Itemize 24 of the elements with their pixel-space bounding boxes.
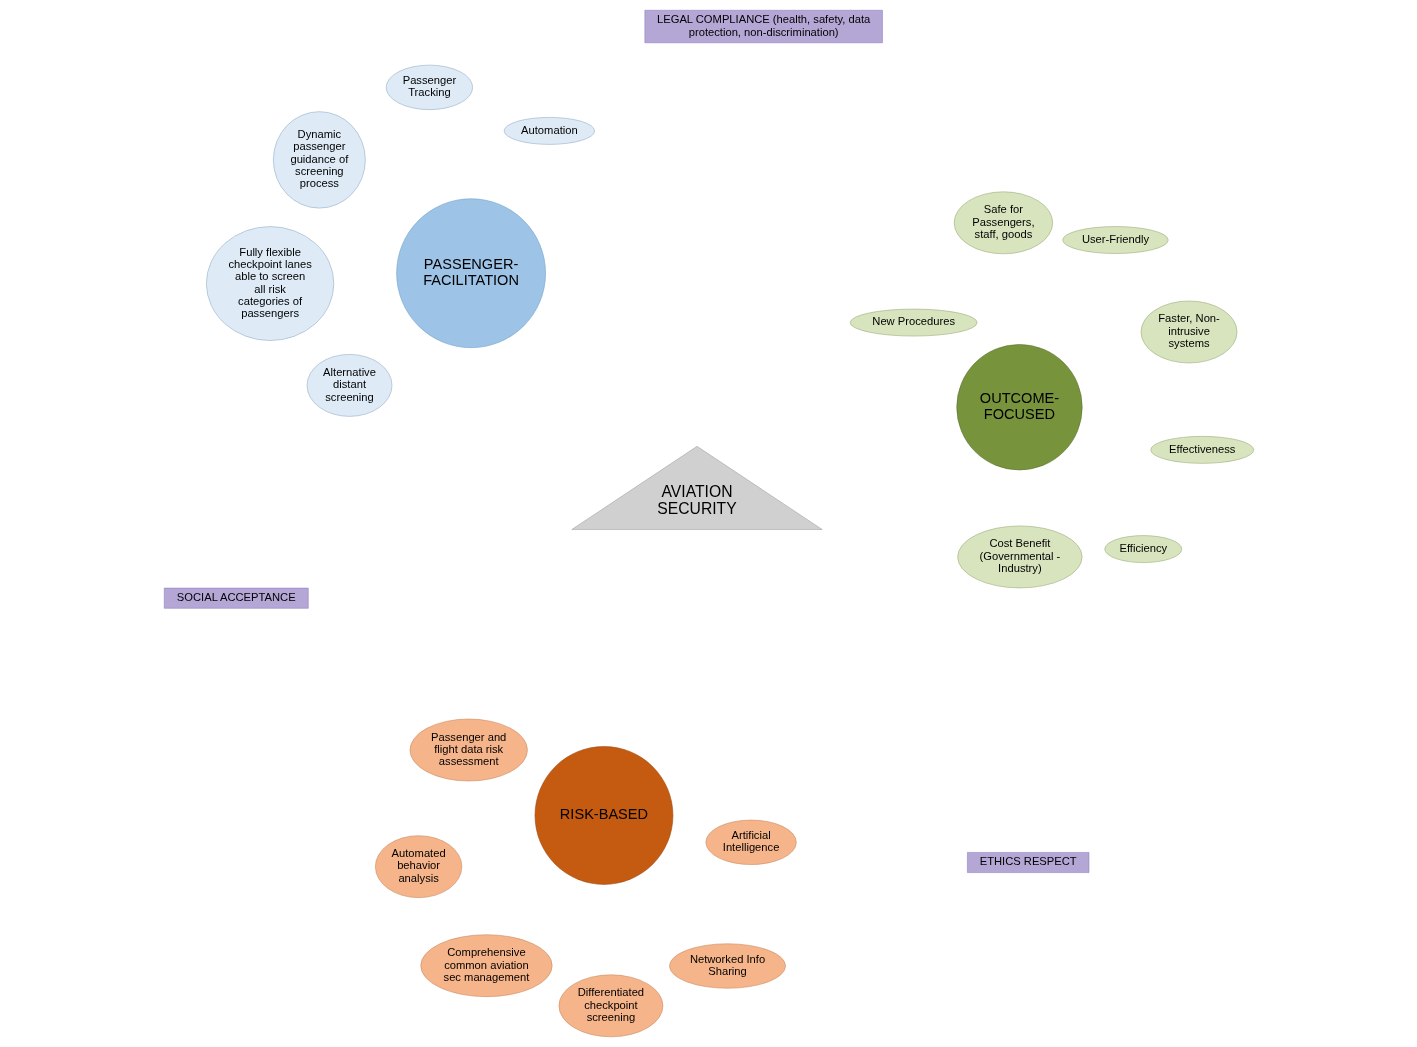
node-ellipse: Passenger Tracking [385,64,473,110]
node-ellipse: Automation [503,117,595,145]
node-circle: Dynamic passenger guidance of screening process [272,111,366,209]
node-circle: PASSENGER-FACILITATION [395,198,546,348]
node-ellipse: Passenger and flight data risk assessment [409,718,528,782]
node-ellipse: Safe for Passengers, staff, goods [953,191,1053,255]
node-box: ETHICS RESPECT [966,852,1089,873]
node-ellipse: Effectiveness [1150,436,1254,464]
node-ellipse: Comprehensive common aviation sec management [419,934,552,997]
node-circle: OUTCOME-FOCUSED [955,344,1082,471]
node-circle: RISK-BASED [534,746,673,885]
node-box: SOCIAL ACCEPTANCE [163,587,309,609]
node-ellipse: Fully flexible checkpoint lanes able to screen all risk categories of passengers [205,226,334,341]
node-ellipse: Efficiency [1104,535,1182,563]
node-ellipse: User-Friendly [1061,226,1168,254]
node-ellipse: Artificial Intelligence [705,819,797,865]
node-ellipse: Automated behavior analysis [374,835,462,898]
node-box: LEGAL COMPLIANCE (health, safety, data protection, non-discrimination) [644,10,883,44]
node-ellipse: Cost Benefit (Governmental - Industry) [956,525,1082,589]
node-ellipse: Differentiated checkpoint screening [558,974,663,1038]
node-ellipse: New Procedures [849,308,977,337]
node-ellipse: Alternative distant screening [306,354,392,417]
node-ellipse: Faster, Non-intrusive systems [1140,300,1237,364]
node-ellipse: Networked Info Sharing [668,943,786,989]
